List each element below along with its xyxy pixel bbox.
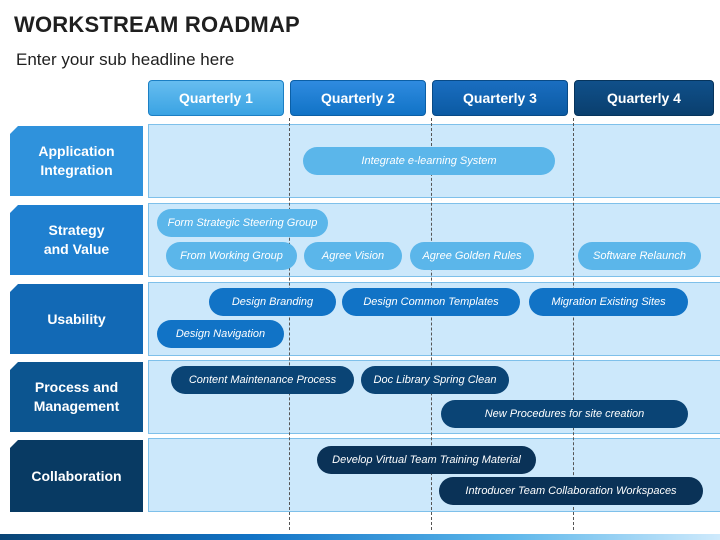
row-header-usability: Usability <box>10 284 143 354</box>
row-header-collaboration: Collaboration <box>10 440 143 512</box>
quarter-divider-2 <box>431 118 432 530</box>
page-title: WORKSTREAM ROADMAP <box>14 12 300 37</box>
task-design-navigation: Design Navigation <box>157 320 284 348</box>
task-software-relaunch: Software Relaunch <box>578 242 701 270</box>
task-doc-library-clean: Doc Library Spring Clean <box>361 366 509 394</box>
task-form-steering-group: Form Strategic Steering Group <box>157 209 328 237</box>
page-subtitle: Enter your sub headline here <box>16 50 235 69</box>
task-from-working-group: From Working Group <box>166 242 297 270</box>
quarter-divider-1 <box>289 118 290 530</box>
task-design-common-templates: Design Common Templates <box>342 288 520 316</box>
task-agree-golden-rules: Agree Golden Rules <box>410 242 534 270</box>
row-header-application-integration: Application Integration <box>10 126 143 196</box>
quarter-divider-3 <box>573 118 574 530</box>
row-header-strategy-value-label: Strategy and Value <box>43 222 110 257</box>
row-header-strategy-value: Strategy and Value <box>10 205 143 275</box>
quarter-header-4: Quarterly 4 <box>574 80 714 116</box>
quarter-header-3: Quarterly 3 <box>432 80 568 116</box>
bottom-accent-bar <box>0 534 720 540</box>
task-integrate-elearning: Integrate e-learning System <box>303 147 555 175</box>
task-new-procedures: New Procedures for site creation <box>441 400 688 428</box>
task-migration-existing-sites: Migration Existing Sites <box>529 288 688 316</box>
task-develop-training: Develop Virtual Team Training Material <box>317 446 536 474</box>
task-agree-vision: Agree Vision <box>304 242 402 270</box>
task-introducer-collab: Introducer Team Collaboration Workspaces <box>439 477 703 505</box>
task-content-maintenance: Content Maintenance Process <box>171 366 354 394</box>
quarter-header-2: Quarterly 2 <box>290 80 426 116</box>
quarter-header-1: Quarterly 1 <box>148 80 284 116</box>
row-header-process-management: Process and Management <box>10 362 143 432</box>
task-design-branding: Design Branding <box>209 288 336 316</box>
